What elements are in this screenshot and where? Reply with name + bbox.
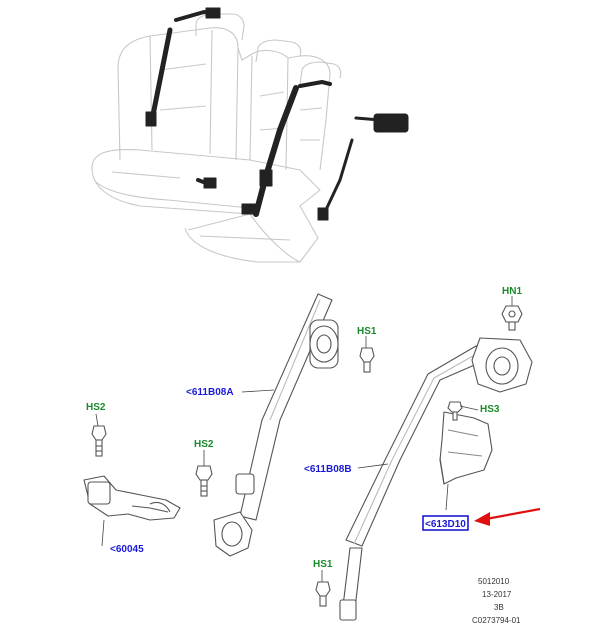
- callout-hn1: HN1: [502, 286, 522, 297]
- bolt-hs1-bottom: [315, 581, 331, 607]
- meta-line-2: 13-2017: [482, 590, 512, 599]
- meta-line-4: C0273794-01: [472, 616, 521, 625]
- callout-hs1-top: HS1: [357, 326, 377, 337]
- bolt-hs2-left: [91, 425, 107, 457]
- callout-hs1-bottom: HS1: [313, 559, 333, 570]
- callout-611b08b: <611B08B: [304, 464, 352, 475]
- callout-613d10: <613D10: [425, 519, 466, 530]
- rear-seat-illustration: [91, 13, 342, 263]
- meta-line-1: 5012010: [478, 577, 510, 586]
- bolt-hs3: [447, 401, 463, 421]
- belt-assembly-611b08b: [339, 337, 533, 621]
- callout-hs2-left: HS2: [86, 402, 106, 413]
- bolt-hs1-top: [359, 347, 375, 373]
- bolt-hs2-mid: [195, 465, 213, 497]
- red-arrow-icon: [474, 507, 541, 526]
- nut-hn1: [501, 305, 523, 331]
- callout-611b08a: <611B08A: [186, 387, 234, 398]
- buckle-assembly-60045: [83, 475, 181, 521]
- meta-line-3: 3B: [494, 603, 504, 612]
- bracket-613d10: [439, 411, 493, 485]
- highlight-box-613d10: [422, 515, 469, 531]
- leader-lines: [95, 296, 513, 582]
- callout-hs3: HS3: [480, 404, 500, 415]
- callout-60045: <60045: [110, 544, 144, 555]
- callout-hs2-mid: HS2: [194, 439, 214, 450]
- belt-assembly-611b08a: [213, 293, 339, 557]
- seat-belt-webbing-on-seat: [145, 7, 409, 221]
